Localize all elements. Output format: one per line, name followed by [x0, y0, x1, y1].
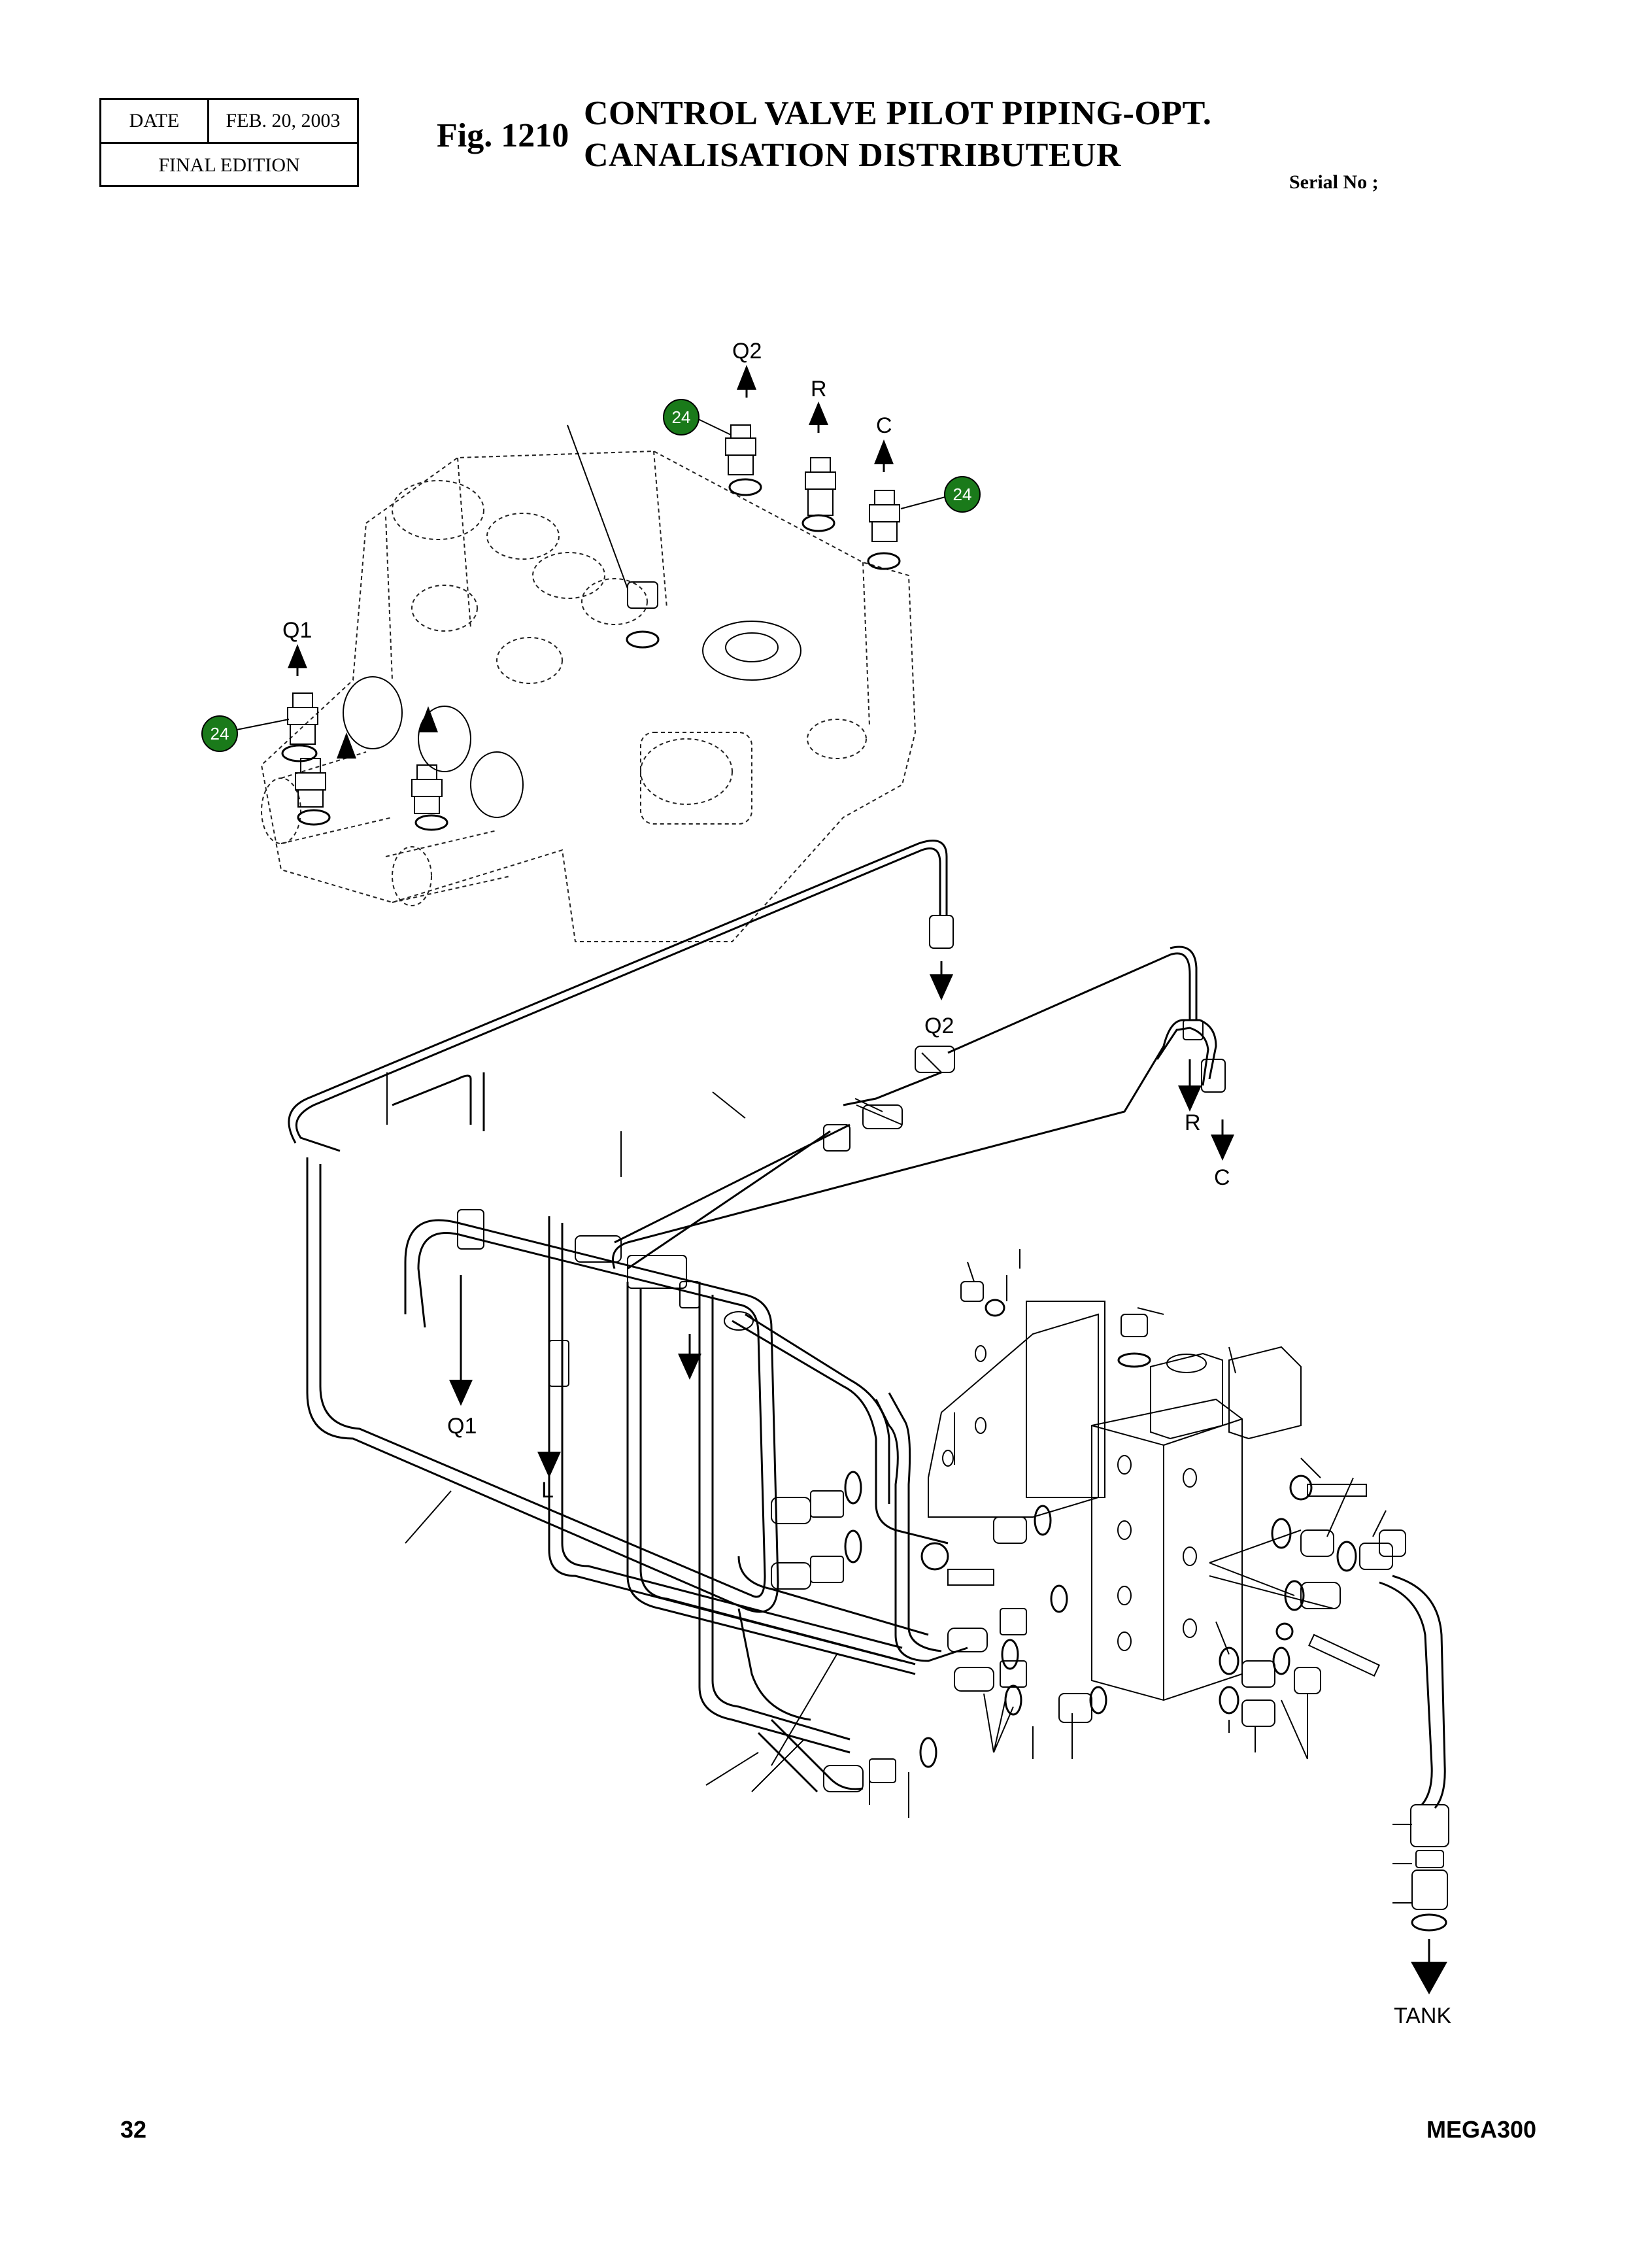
- pilot-pipes: [288, 840, 1217, 1793]
- label-r-top: R: [811, 377, 827, 401]
- tank-hose: [1379, 1575, 1449, 1932]
- port-arrows-lower: [449, 961, 1447, 1994]
- label-r-mid: R: [1185, 1110, 1201, 1135]
- leader-lines: [386, 1052, 1412, 1904]
- edition-label: FINAL EDITION: [158, 154, 300, 176]
- callout-24-badge: [663, 399, 700, 435]
- label-tank: TANK: [1394, 2004, 1451, 2028]
- date-row: DATE FEB. 20, 2003: [101, 100, 357, 144]
- page-number: 32: [120, 2116, 147, 2143]
- serial-number-label: Serial No ;: [1289, 171, 1379, 193]
- port-labels: Q2 R C Q1 Q2 R C Q1 L TANK: [282, 339, 1451, 2028]
- callout-24-text: 24: [953, 485, 972, 504]
- control-valve-body: [260, 450, 917, 942]
- callout-24-badge: [944, 476, 981, 513]
- title-english: CONTROL VALVE PILOT PIPING-OPT.: [584, 95, 1212, 132]
- callout-24-text: 24: [211, 724, 229, 743]
- title-french: CANALISATION DISTRIBUTEUR: [584, 137, 1122, 174]
- callout-24-text: 24: [672, 407, 691, 427]
- label-q2-mid: Q2: [924, 1014, 954, 1038]
- port-arrows-top: [288, 365, 894, 676]
- date-value: FEB. 20, 2003: [226, 110, 341, 131]
- callout-badges: 24 24 24: [201, 399, 981, 752]
- label-q1-bottom: Q1: [447, 1414, 477, 1439]
- model-name: MEGA300: [1426, 2116, 1537, 2143]
- top-fittings: [281, 424, 901, 831]
- manifold-block: [928, 1301, 1302, 1701]
- label-q2-top: Q2: [732, 339, 762, 364]
- label-c-mid: C: [1214, 1165, 1230, 1190]
- date-label: DATE: [101, 100, 209, 142]
- label-c-top: C: [876, 413, 892, 438]
- pipe-fittings: [457, 915, 1226, 1792]
- figure-number: Fig. 1210: [437, 117, 569, 154]
- label-l: L: [541, 1478, 554, 1503]
- label-q1-top: Q1: [282, 618, 312, 643]
- date-box: DATE FEB. 20, 2003 FINAL EDITION: [99, 98, 359, 187]
- callout-24-badge: [201, 715, 238, 752]
